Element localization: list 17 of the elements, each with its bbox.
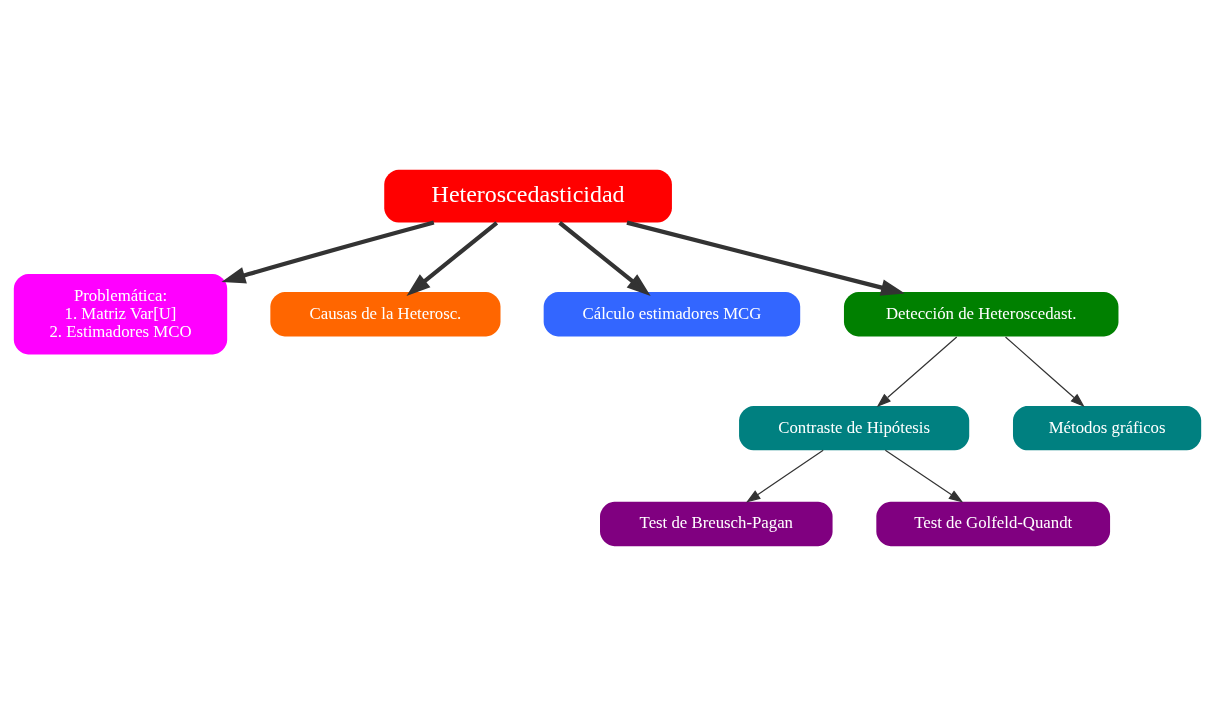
node-box: Causas de la Heterosc. — [270, 291, 501, 336]
arrow — [746, 449, 824, 503]
arrow — [221, 220, 435, 283]
arrow — [626, 220, 905, 296]
node-box: Métodos gráficos — [1013, 405, 1202, 450]
node-box: Cálculo estimadores MCG — [543, 291, 801, 336]
arrow — [1004, 335, 1085, 407]
arrow — [406, 220, 499, 296]
node-box: Test de Breusch-Pagan — [600, 501, 833, 546]
node-box: Test de Golfeld-Quandt — [876, 501, 1111, 546]
node-box: Problemática: 1. Matriz Var[U] 2. Estimadores MCO — [13, 273, 228, 354]
arrow — [558, 220, 651, 296]
node-box: Detección de Heteroscedast. — [843, 291, 1119, 336]
node-box: Contraste de Hipótesis — [739, 405, 970, 450]
node-box: Heteroscedasticidad — [384, 169, 672, 223]
arrow — [876, 335, 958, 407]
arrow — [884, 449, 964, 503]
